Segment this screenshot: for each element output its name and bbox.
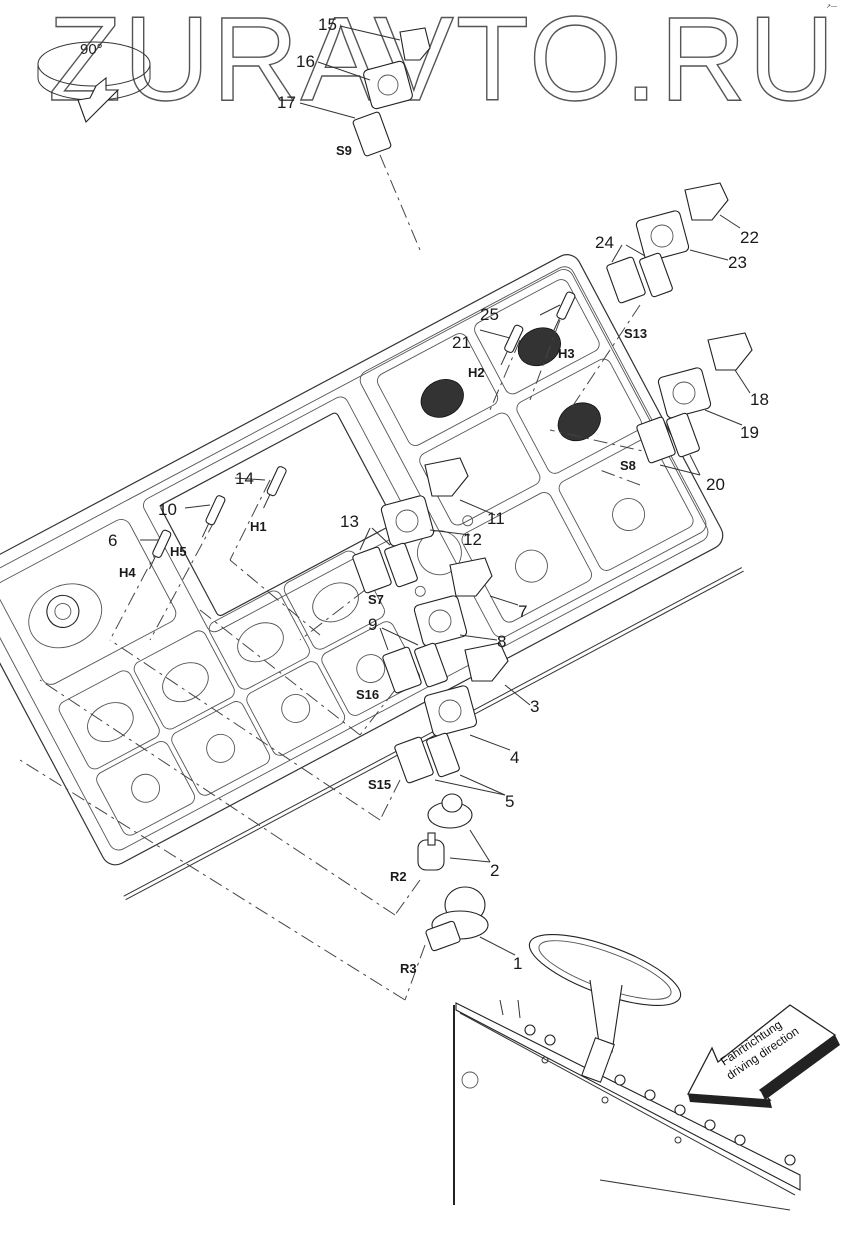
switch-housing-23	[635, 210, 690, 262]
joystick-1	[377, 333, 499, 446]
joystick-2	[474, 279, 600, 395]
contact-block-5b	[426, 732, 460, 778]
indicator-lamp-6	[149, 529, 172, 570]
designator-s8: S8	[620, 458, 636, 473]
label-20: 20	[706, 475, 725, 494]
switch-assembly-s7	[352, 457, 469, 594]
label-22: 22	[740, 228, 759, 247]
label-17: 17	[277, 93, 296, 112]
label-15: 15	[318, 15, 337, 34]
label-25: 25	[480, 305, 499, 324]
label-24: 24	[595, 233, 614, 252]
label-8: 8	[497, 632, 506, 651]
potentiometer-r3	[425, 886, 489, 952]
label-14: 14	[235, 469, 254, 488]
designator-s16: S16	[356, 687, 379, 702]
contact-block-20a	[636, 416, 676, 464]
label-10: 10	[158, 500, 177, 519]
display-screen	[160, 412, 395, 617]
designator-labels: S9 S13 S8 S7 S16 S15 H1 H2 H3 H4 H5 R2 R…	[119, 143, 647, 976]
contact-block-5a	[394, 736, 434, 784]
switch-housing-19	[657, 367, 712, 419]
contact-block-17	[352, 111, 392, 157]
label-5: 5	[505, 792, 514, 811]
label-19: 19	[740, 423, 759, 442]
indicator-lamp-14	[263, 466, 287, 509]
label-4: 4	[510, 748, 519, 767]
designator-h1: H1	[250, 519, 267, 534]
display-frame	[143, 396, 412, 633]
label-1: 1	[513, 954, 522, 973]
driving-direction-arrow: Fahrtrichtung driving direction	[686, 1004, 840, 1108]
switch-assembly-s13	[606, 182, 729, 304]
label-16: 16	[296, 52, 315, 71]
label-9: 9	[368, 615, 377, 634]
designator-s7: S7	[368, 592, 384, 607]
watermark-text: ZURAVTO.RU	[48, 0, 837, 126]
corner-mark: ↗—	[826, 4, 837, 10]
designator-r2: R2	[390, 869, 407, 884]
contact-block-9a	[382, 646, 422, 694]
contact-block-9b	[414, 642, 448, 688]
designator-s13: S13	[624, 326, 647, 341]
rotation-label: 90°	[80, 41, 103, 58]
label-7: 7	[518, 602, 527, 621]
indicator-lamp-21	[500, 324, 524, 366]
contact-block-13b	[384, 542, 418, 588]
rotary-knob-18	[707, 332, 753, 371]
rotation-90-icon: 90°	[37, 41, 151, 123]
rotary-knob-11	[424, 457, 469, 497]
designator-h4: H4	[119, 565, 136, 580]
switch-housing-4	[423, 685, 478, 737]
rotary-knob-15	[399, 27, 431, 61]
designator-s9: S9	[336, 143, 352, 158]
cab-dashboard-overview: Fahrtrichtung driving direction	[453, 933, 840, 1211]
label-13: 13	[340, 512, 359, 531]
switch-housing-12	[380, 495, 435, 547]
contact-block-24a	[606, 256, 646, 304]
designator-h2: H2	[468, 365, 485, 380]
rotary-knob-22	[684, 182, 729, 221]
label-11: 11	[487, 509, 505, 528]
assembly-lines	[19, 154, 661, 1001]
switch-assembly-s8	[636, 332, 753, 464]
rotary-knob-7	[449, 557, 493, 597]
designator-h5: H5	[170, 544, 187, 559]
contact-block-13a	[352, 546, 392, 594]
label-23: 23	[728, 253, 747, 272]
label-6: 6	[108, 531, 117, 550]
label-21: 21	[452, 333, 471, 352]
contact-block-24b	[639, 252, 673, 298]
dashboard-controls	[461, 999, 796, 1166]
indicator-lamp-10	[201, 495, 226, 538]
emergency-stop-button	[28, 583, 103, 649]
label-2: 2	[490, 861, 499, 880]
switch-housing-16	[363, 60, 413, 110]
switch-assembly-s15	[394, 642, 509, 784]
leader-lines	[140, 25, 751, 956]
label-3: 3	[530, 697, 539, 716]
label-18: 18	[750, 390, 769, 409]
switch-assembly-s16	[382, 557, 493, 694]
indicator-lamp-25	[550, 291, 576, 337]
designator-s15: S15	[368, 777, 391, 792]
designator-r3: R3	[400, 961, 417, 976]
emergency-stop-section	[0, 518, 177, 685]
part-number-labels: 15 16 17 22 23 24 18 19 20 25 21 14 10 6…	[108, 15, 769, 973]
joystick-3	[516, 358, 642, 474]
switch-assembly-s9	[352, 27, 431, 157]
contact-block-20b	[666, 412, 700, 458]
rotary-knob-3	[464, 642, 509, 682]
steering-wheel	[528, 933, 682, 1083]
designator-h3: H3	[558, 346, 575, 361]
switch-housing-8	[413, 595, 468, 647]
potentiometer-r2	[417, 793, 473, 871]
label-12: 12	[463, 530, 482, 549]
indicator-lamps	[149, 291, 576, 570]
